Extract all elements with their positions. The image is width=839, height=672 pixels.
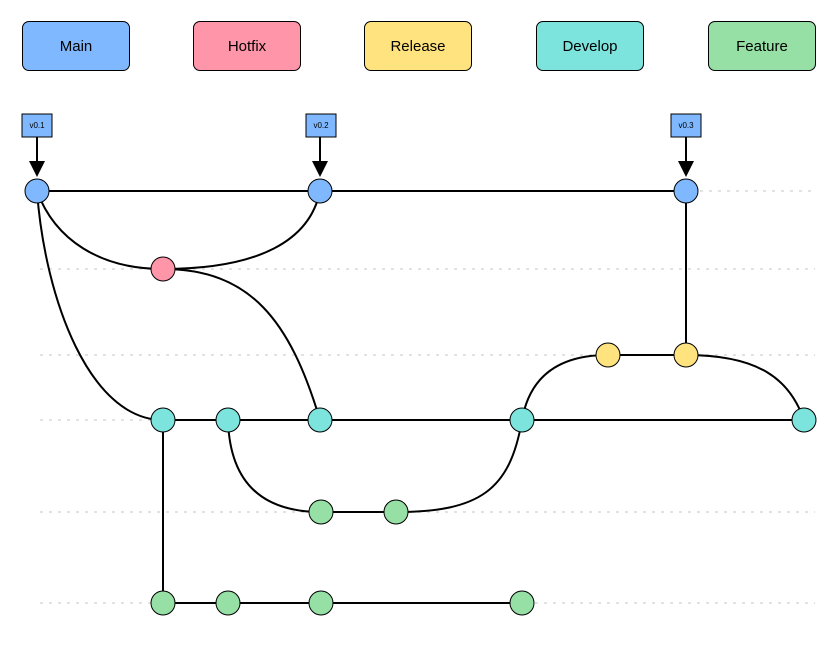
legend-main-label: Main bbox=[59, 37, 93, 55]
tag-label: v0.2 bbox=[313, 121, 329, 130]
connection-d4-r1 bbox=[521, 354, 609, 421]
connection-f2-d4 bbox=[395, 419, 523, 513]
version-tag-v0-1[interactable]: v0.1 bbox=[21, 113, 53, 177]
connection-d2-f1 bbox=[227, 419, 322, 513]
commit-develop-d3[interactable] bbox=[307, 407, 333, 433]
legend-release-label: Release bbox=[390, 37, 446, 55]
connection-m1-d1 bbox=[36, 190, 164, 421]
commit-feature-fb3[interactable] bbox=[308, 590, 334, 616]
version-tag-v0-2[interactable]: v0.2 bbox=[305, 113, 337, 177]
commit-release-r1[interactable] bbox=[595, 342, 621, 368]
legend-develop[interactable]: Develop bbox=[536, 21, 644, 71]
commit-feature-f2[interactable] bbox=[383, 499, 409, 525]
commits bbox=[24, 178, 817, 616]
legend-develop-label: Develop bbox=[562, 37, 618, 55]
legend-feature[interactable]: Feature bbox=[708, 21, 816, 71]
connection-h1-d3 bbox=[162, 268, 321, 421]
legend-hotfix-label: Hotfix bbox=[227, 37, 267, 55]
tag-label: v0.3 bbox=[678, 121, 694, 130]
legend-release[interactable]: Release bbox=[364, 21, 472, 71]
commit-feature-f1[interactable] bbox=[308, 499, 334, 525]
version-tag-v0-3[interactable]: v0.3 bbox=[670, 113, 702, 177]
commit-develop-d5[interactable] bbox=[791, 407, 817, 433]
legend-hotfix[interactable]: Hotfix bbox=[193, 21, 301, 71]
commit-develop-d2[interactable] bbox=[215, 407, 241, 433]
version-tags: v0.1 v0.2 v0.3 bbox=[21, 113, 702, 177]
commit-main-m2[interactable] bbox=[307, 178, 333, 204]
tag-label: v0.1 bbox=[29, 121, 45, 130]
legend-main[interactable]: Main bbox=[22, 21, 130, 71]
connection-h1-m2 bbox=[162, 190, 321, 270]
commit-hotfix-h1[interactable] bbox=[150, 256, 176, 282]
commit-main-m3[interactable] bbox=[673, 178, 699, 204]
commit-release-r2[interactable] bbox=[673, 342, 699, 368]
commit-feature-fb4[interactable] bbox=[509, 590, 535, 616]
commit-feature-fb1[interactable] bbox=[150, 590, 176, 616]
lane-guides bbox=[40, 190, 815, 604]
commit-develop-d1[interactable] bbox=[150, 407, 176, 433]
connection-r2-d5 bbox=[685, 354, 805, 421]
commit-develop-d4[interactable] bbox=[509, 407, 535, 433]
legend-feature-label: Feature bbox=[736, 37, 788, 55]
commit-main-m1[interactable] bbox=[24, 178, 50, 204]
connection-m1-h1 bbox=[36, 190, 164, 270]
commit-feature-fb2[interactable] bbox=[215, 590, 241, 616]
connections bbox=[36, 190, 805, 604]
